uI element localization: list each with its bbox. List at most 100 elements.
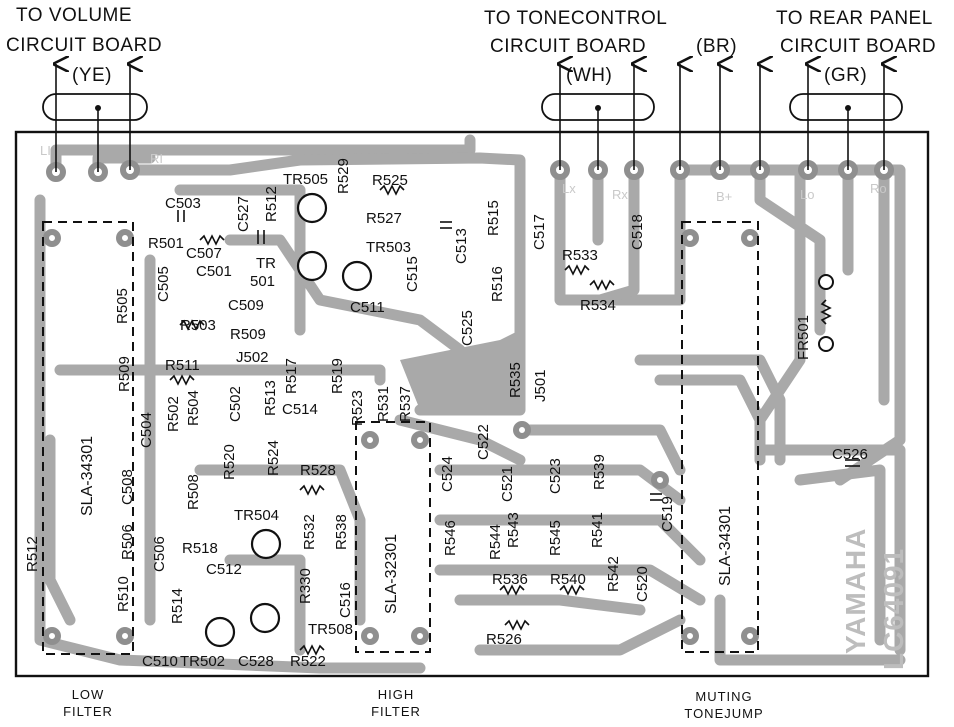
label-r518: R518 [182, 540, 218, 557]
label-c509: C509 [228, 297, 264, 314]
label-r526: R526 [486, 631, 522, 648]
label-tr-501-b: 501 [250, 273, 276, 290]
tonecontrol-wire-color: (WH) [566, 65, 613, 86]
label-c528: C528 [238, 653, 274, 670]
caption-low-line1: LOW [71, 687, 105, 702]
label-r525: R525 [372, 172, 408, 189]
label-c502: C502 [227, 386, 244, 422]
connector-wires [56, 64, 884, 172]
label-c524: C524 [439, 456, 456, 492]
label-tr504: TR504 [234, 507, 280, 524]
label-r537: R537 [397, 386, 414, 422]
pad-label-l-x: Lx [562, 181, 576, 196]
label-c516: C516 [337, 582, 354, 618]
label-r538: R538 [333, 514, 350, 550]
label-r330: R330 [297, 568, 314, 604]
label-c511: C511 [350, 299, 385, 316]
label-r524: R524 [265, 440, 282, 476]
caption-low-filter: LOW FILTER [48, 688, 128, 718]
label-r531: R531 [375, 386, 392, 422]
clamp-dots [95, 105, 851, 111]
caption-high-filter: HIGH FILTER [356, 688, 436, 718]
label-r504: R504 [185, 390, 202, 426]
label-r505: R505 [114, 288, 131, 324]
caption-muting-tonejump: MUTING TONEJUMP [674, 690, 774, 720]
label-c503: C503 [165, 195, 201, 212]
transistor-symbols [204, 192, 373, 648]
label-r519: R519 [329, 358, 346, 394]
label-r511: R511 [165, 357, 200, 374]
label-r512: R512 [24, 536, 41, 572]
volume-connector-label-line2: CIRCUIT BOARD [6, 35, 163, 56]
label-c522: C522 [475, 424, 492, 460]
label-r535: R535 [507, 362, 524, 398]
label-c507: C507 [186, 245, 222, 262]
label-tr502: TR502 [180, 653, 226, 670]
label-c525: C525 [459, 310, 476, 346]
label-r544: R544 [487, 524, 504, 560]
pad-label-r-in: RI [150, 151, 163, 166]
label-r502: R502 [165, 396, 182, 432]
module-outlines [42, 221, 759, 655]
label-c514: C514 [282, 401, 318, 418]
label-c520: C520 [634, 566, 651, 602]
label-r529: R529 [335, 158, 352, 194]
pad-label-r-x: Rx [612, 187, 628, 202]
label-r541: R541 [589, 512, 606, 548]
label-fr501: FR501 [795, 314, 812, 360]
caption-muting-line1: MUTING [695, 689, 753, 704]
volume-connector-label-line1: TO VOLUME [16, 5, 133, 26]
board-model: LC64091 [878, 547, 909, 670]
label-r513: R513 [262, 380, 279, 416]
label-r533: R533 [562, 247, 598, 264]
b-plus-wire-color: (BR) [696, 36, 738, 57]
label-r522: R522 [290, 653, 326, 670]
label-r510: R510 [115, 576, 132, 612]
component-symbols [169, 184, 860, 656]
label-r534: R534 [580, 297, 616, 314]
label-r508: R508 [185, 474, 202, 510]
label-c523: C523 [547, 458, 564, 494]
label-tr503: TR503 [366, 239, 412, 256]
caption-low-line2: FILTER [63, 704, 113, 719]
pad-label-r-o: Ro [870, 181, 887, 196]
cable-clamps [42, 93, 903, 121]
label-r523: R523 [349, 390, 366, 426]
label-r546: R546 [442, 520, 459, 556]
pad-label-l-o: Lo [800, 187, 815, 202]
volume-wire-color: (YE) [72, 65, 112, 86]
ground-plane [400, 330, 520, 410]
module-label-low: SLA-34301 [79, 435, 96, 516]
label-r532: R532 [301, 514, 318, 550]
label-c504: C504 [138, 412, 155, 448]
label-r506: R506 [119, 524, 136, 560]
label-c513: C513 [453, 228, 470, 264]
label-r509b: R509 [116, 356, 133, 392]
label-r501: R501 [148, 235, 184, 252]
pad-label-b-plus: B+ [716, 189, 733, 204]
label-c515: C515 [404, 256, 421, 292]
label-c505: C505 [155, 266, 172, 302]
rear-panel-wire-color: (GR) [824, 65, 868, 86]
label-c512: C512 [206, 561, 242, 578]
label-r517: R517 [283, 358, 300, 394]
rear-panel-connector-label-line1: TO REAR PANEL [776, 8, 933, 29]
label-r536: R536 [492, 571, 528, 588]
label-c508: C508 [119, 469, 136, 505]
label-c526: C526 [832, 446, 868, 463]
pad-label-l-in: LI [40, 143, 51, 158]
label-r516: R516 [489, 266, 506, 302]
tonecontrol-connector-label-line2: CIRCUIT BOARD [490, 36, 647, 57]
fuse-resistor-circles [818, 274, 834, 352]
caption-high-line2: FILTER [371, 704, 421, 719]
label-tr505: TR505 [283, 171, 329, 188]
label-c518: C518 [629, 214, 646, 250]
module-label-muting: SLA-34301 [717, 505, 734, 586]
label-r512b: R512 [263, 186, 280, 222]
label-c521: C521 [499, 466, 516, 502]
label-c517: C517 [531, 214, 548, 250]
label-r527: R527 [366, 210, 402, 227]
label-r545: R545 [547, 520, 564, 556]
label-r503: R503 [180, 317, 216, 334]
